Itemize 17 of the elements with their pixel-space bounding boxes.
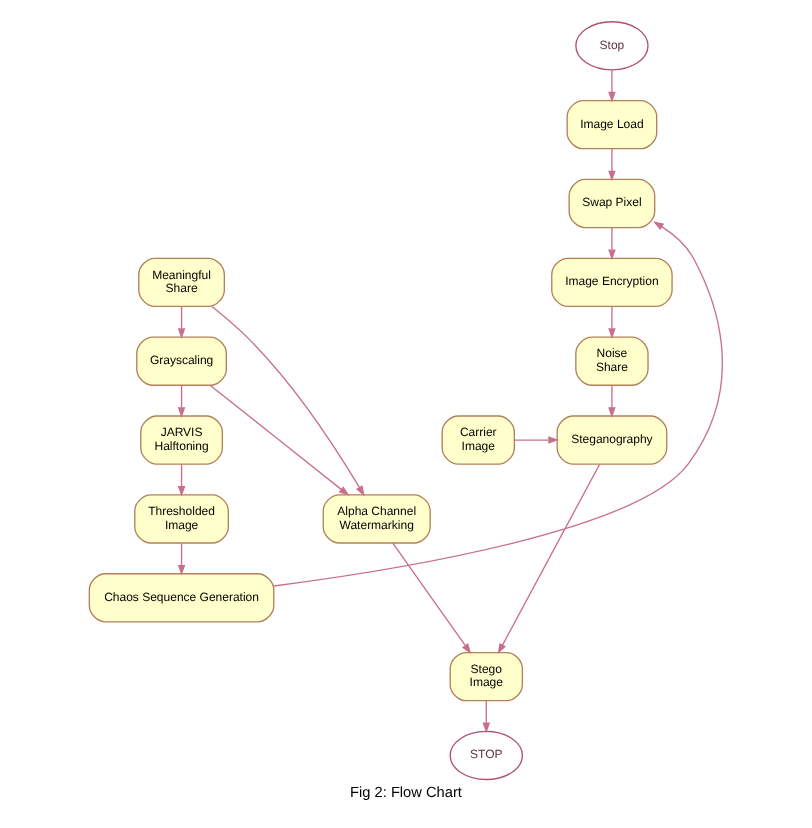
arrow [273, 221, 724, 587]
caption: Fig 2: Flow Chart [350, 782, 462, 801]
arrow [209, 384, 350, 496]
arrow [608, 305, 616, 340]
arrow [177, 305, 186, 340]
arrow [608, 384, 616, 418]
arrow [497, 463, 601, 655]
arrow [608, 69, 616, 103]
arrow [608, 227, 616, 261]
arrow [608, 148, 616, 182]
arrow [177, 384, 186, 418]
arrow [177, 542, 186, 576]
arrow [392, 542, 472, 654]
arrow [514, 436, 559, 444]
arrow [211, 305, 365, 497]
arrow [482, 700, 491, 734]
arrow [177, 463, 186, 497]
